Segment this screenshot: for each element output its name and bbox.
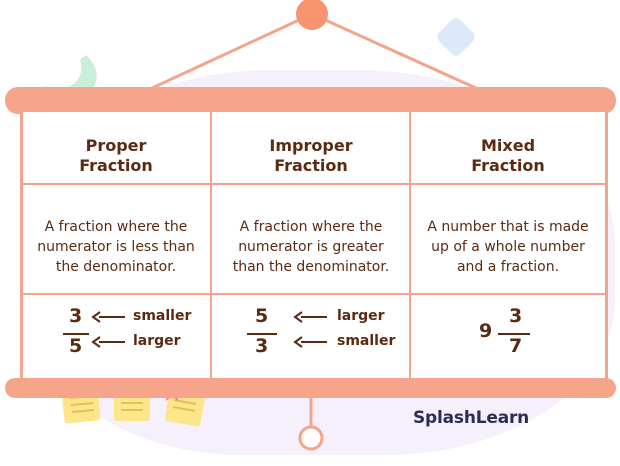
comparison-table: Proper Fraction Improper Fraction Mixed … [20,112,608,380]
row-divider [23,293,605,295]
whole-number: 9 [479,320,493,342]
column-divider [409,112,411,380]
header-line: Improper [269,136,353,155]
fraction-denominator: 5 [69,335,83,357]
splashlearn-logo: SplashLearn [413,408,530,428]
example-proper-fraction: 3 5 smaller larger [59,303,209,373]
pin-circle [296,0,328,30]
bottom-rail [5,378,616,398]
hanging-string [149,12,479,91]
description-line: up of a whole number [431,239,585,255]
numerator-label: smaller [133,308,192,324]
column-divider [210,112,212,380]
denominator-label: smaller [337,333,396,349]
arrow-left-icon [91,311,125,323]
description-proper-fraction: A fraction where the numerator is less t… [27,202,205,292]
fraction-numerator: 3 [509,305,523,327]
blue-diamond-shape [437,18,475,56]
header-line: Fraction [79,156,153,175]
fraction-bar [247,333,277,335]
description-line: the denominator. [55,259,177,275]
description-line: A number that is made [427,219,589,235]
row-divider [23,183,605,185]
description-improper-fraction: A fraction where the numerator is greate… [222,202,400,292]
header-line: Proper [85,136,147,155]
description-line: A fraction where the [44,219,188,235]
description-line: and a fraction. [456,259,560,275]
top-rail [5,87,616,114]
example-improper-fraction: 5 3 larger smaller [243,303,403,373]
header-line: Mixed [480,136,536,155]
fraction-denominator: 3 [255,335,269,357]
description-line: numerator is greater [238,239,384,255]
description-line: than the denominator. [232,259,390,275]
fraction-numerator: 5 [255,305,269,327]
fraction-numerator: 3 [69,305,83,327]
header-improper-fraction: Improper Fraction [216,127,406,185]
arrow-left-icon [293,311,327,323]
fraction-bar [498,333,530,335]
fraction-denominator: 7 [509,335,523,357]
header-mixed-fraction: Mixed Fraction [413,127,603,185]
description-mixed-fraction: A number that is made up of a whole numb… [419,202,597,292]
arrow-left-icon [91,336,125,348]
bottom-hook [298,398,324,451]
header-line: Fraction [471,156,545,175]
description-line: numerator is less than [37,239,195,255]
arrow-left-icon [293,336,327,348]
example-mixed-fraction: 9 3 7 [476,303,556,373]
description-line: A fraction where the [239,219,383,235]
fraction-bar [63,333,89,335]
numerator-label: larger [337,308,385,324]
header-proper-fraction: Proper Fraction [21,127,211,185]
header-line: Fraction [274,156,348,175]
denominator-label: larger [133,333,181,349]
